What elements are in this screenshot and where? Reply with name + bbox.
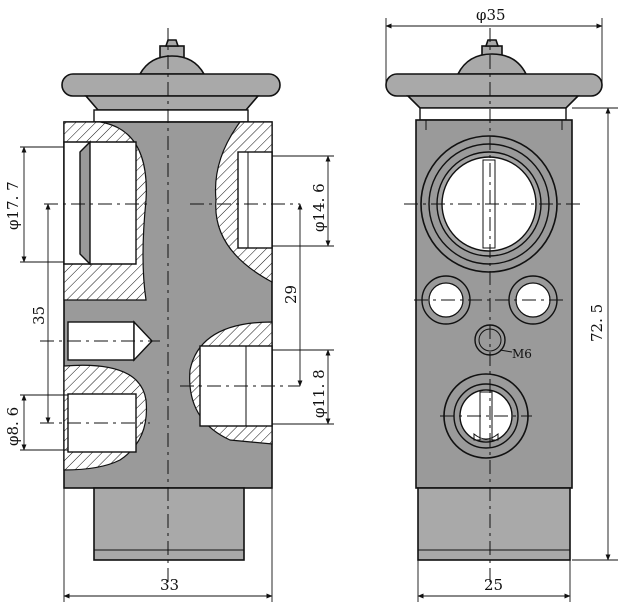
bore-14-6 — [237, 151, 273, 249]
right-bottom-spigot — [417, 487, 571, 561]
dim-72-5: 72. 5 — [588, 304, 606, 342]
dim-d8-6: φ8. 6 — [4, 407, 22, 446]
dim-d14-6: φ14. 6 — [310, 183, 328, 232]
bore-17-7 — [63, 141, 137, 265]
left-section-view — [40, 28, 300, 586]
dim-29: 29 — [282, 285, 300, 304]
right-dimensions: φ35 72. 5 25 — [385, 6, 618, 602]
dim-35: 35 — [30, 306, 48, 325]
left-bottom-spigot — [93, 487, 245, 561]
dim-d17-7: φ17. 7 — [4, 181, 22, 230]
left-cap — [61, 39, 281, 123]
right-front-view: M6 — [385, 28, 603, 586]
dim-d35: φ35 — [476, 6, 506, 24]
dim-25: 25 — [484, 576, 503, 594]
right-cap — [385, 39, 603, 121]
dim-d11-8: φ11. 8 — [310, 369, 328, 418]
dim-33: 33 — [160, 576, 179, 594]
left-dimensions: φ17. 7 35 φ8. 6 φ14. 6 29 φ11. 8 33 — [4, 146, 334, 602]
label-m6: M6 — [512, 347, 532, 361]
